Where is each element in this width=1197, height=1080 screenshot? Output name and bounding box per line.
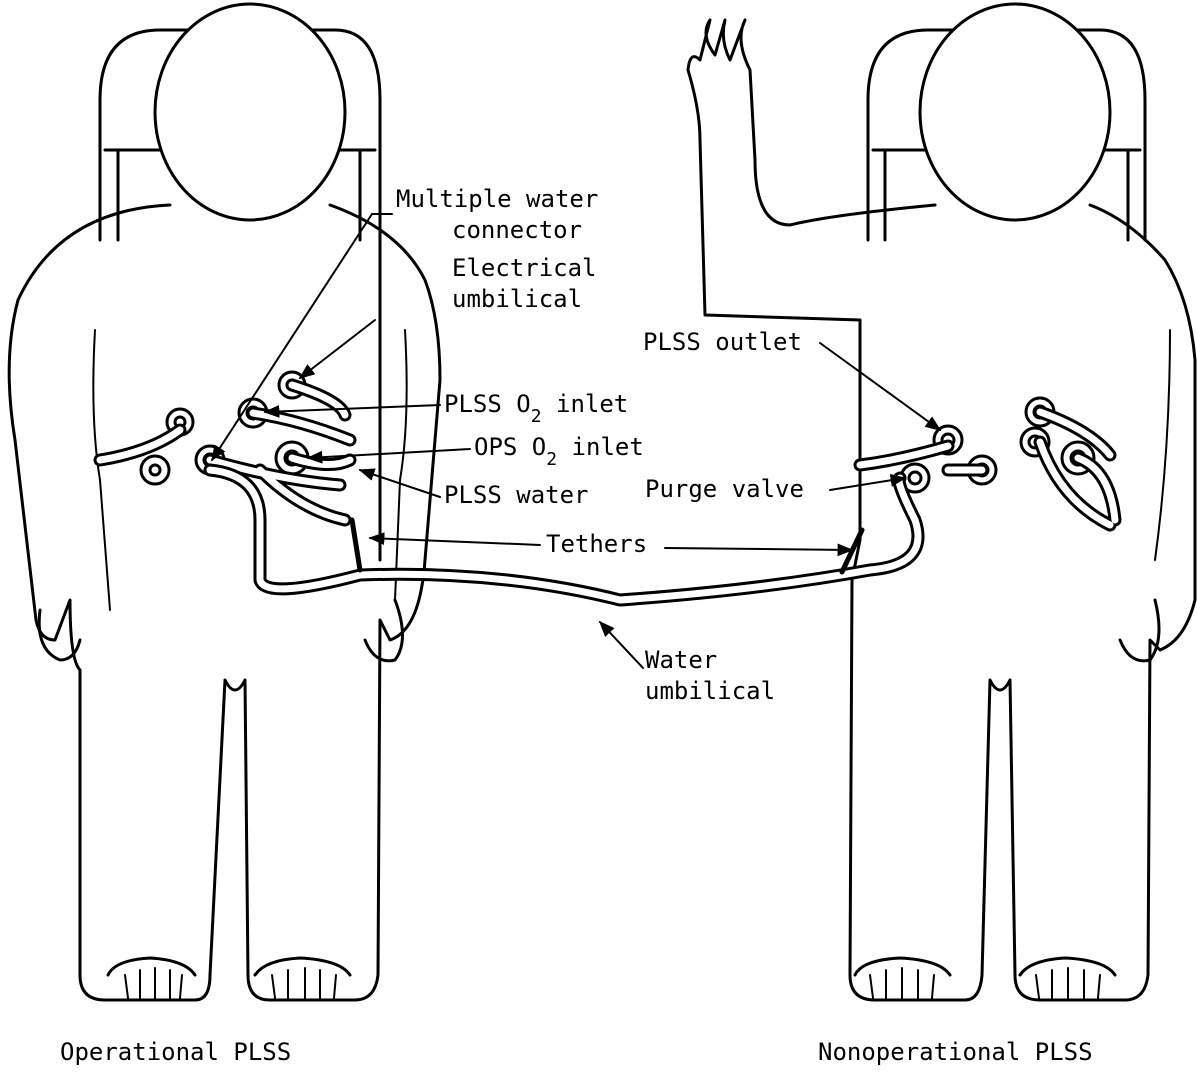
label-plss-outlet: PLSS outlet: [643, 328, 802, 356]
left-suit: [9, 205, 440, 1000]
label-plss-water: PLSS water: [444, 481, 589, 509]
label-multiple-water-connector-2: connector: [452, 216, 582, 244]
caption-operational: Operational PLSS: [60, 1038, 291, 1066]
label-electrical-umbilical-2: umbilical: [452, 285, 582, 313]
label-multiple-water-connector-1: Multiple water: [396, 185, 598, 213]
label-water-umbilical-2: umbilical: [645, 677, 775, 705]
label-ops-o2-inlet: OPS O2 inlet: [474, 433, 644, 470]
labels: Multiple water connector Electrical umbi…: [60, 185, 1093, 1066]
left-boots: [108, 958, 350, 998]
label-water-umbilical-1: Water: [645, 646, 717, 674]
left-tether: [352, 520, 360, 570]
label-purge-valve: Purge valve: [645, 475, 804, 503]
label-tethers: Tethers: [546, 530, 647, 558]
right-boots: [855, 958, 1115, 998]
right-helmet: [920, 4, 1110, 220]
label-electrical-umbilical-1: Electrical: [452, 254, 597, 282]
left-helmet: [155, 4, 345, 220]
left-astronaut: [9, 4, 440, 1000]
caption-nonoperational: Nonoperational PLSS: [818, 1038, 1093, 1066]
label-plss-o2-inlet: PLSS O2 inlet: [444, 390, 628, 427]
